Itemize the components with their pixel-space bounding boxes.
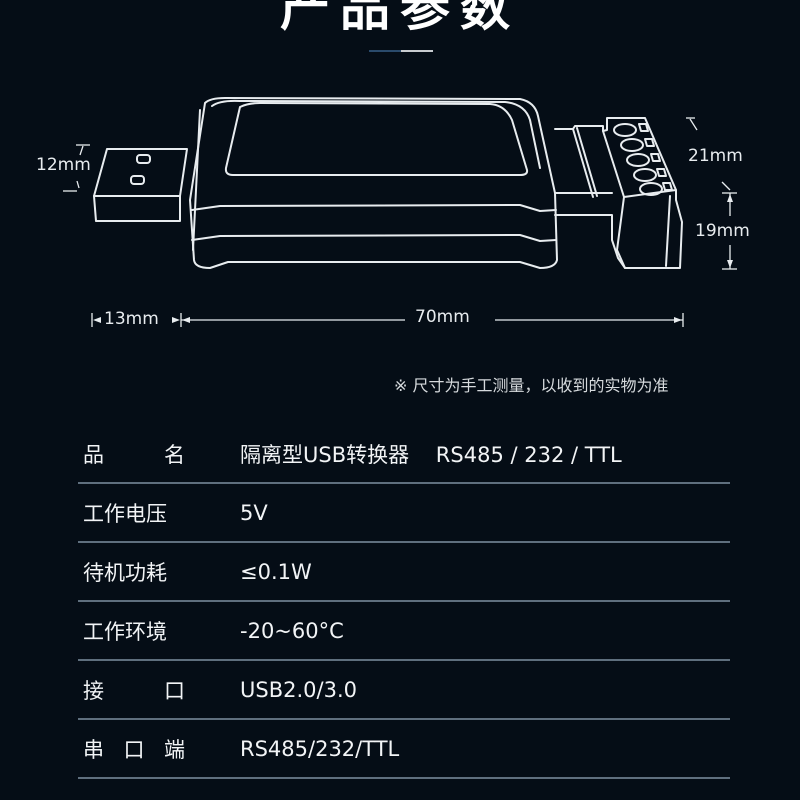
dimension-arrows: [93, 194, 733, 323]
usb-height-label: 12mm: [36, 155, 91, 175]
spec-row-product-name: 品 名 隔离型USB转换器 RS485 / 232 / TTL: [78, 425, 730, 484]
body-height-label: 19mm: [695, 221, 750, 241]
spec-row-serial-port: 串 口 端 RS485/232/TTL: [78, 720, 730, 779]
spec-label: 待机功耗: [83, 560, 167, 585]
spec-label: 品 名: [83, 442, 185, 467]
device-outline-drawing: [63, 97, 737, 327]
usb-plug-outline: [93, 148, 188, 222]
spec-row-voltage: 工作电压 5V: [78, 484, 730, 543]
device-body-outline: [189, 97, 558, 269]
spec-value: 5V: [240, 500, 268, 525]
dimension-lines: [63, 117, 737, 327]
spec-row-environment: 工作环境 -20~60°C: [78, 602, 730, 661]
spec-label: 串 口 端: [83, 737, 185, 762]
page-title: 产品参数: [280, 0, 520, 37]
spec-value: 隔离型USB转换器 RS485 / 232 / TTL: [240, 442, 622, 467]
spec-row-interface: 接 口 USB2.0/3.0: [78, 661, 730, 720]
usb-length-label: 13mm: [104, 309, 159, 329]
spec-value: RS485/232/TTL: [240, 736, 400, 761]
spec-value: -20~60°C: [240, 618, 344, 643]
measurement-note: ※ 尺寸为手工测量，以收到的实物为准: [394, 376, 669, 395]
spec-value: USB2.0/3.0: [240, 677, 357, 702]
spec-label: 接 口: [83, 678, 185, 703]
title-underline: [369, 50, 433, 52]
spec-row-standby-power: 待机功耗 ≤0.1W: [78, 543, 730, 602]
spec-value: ≤0.1W: [240, 559, 312, 584]
spec-label: 工作环境: [83, 619, 167, 644]
body-length-label: 70mm: [415, 307, 470, 327]
spec-table: 品 名 隔离型USB转换器 RS485 / 232 / TTL 工作电压 5V …: [78, 425, 730, 779]
terminal-block-outline: [554, 117, 683, 269]
terminal-height-label: 21mm: [688, 146, 743, 166]
spec-label: 工作电压: [83, 501, 167, 526]
